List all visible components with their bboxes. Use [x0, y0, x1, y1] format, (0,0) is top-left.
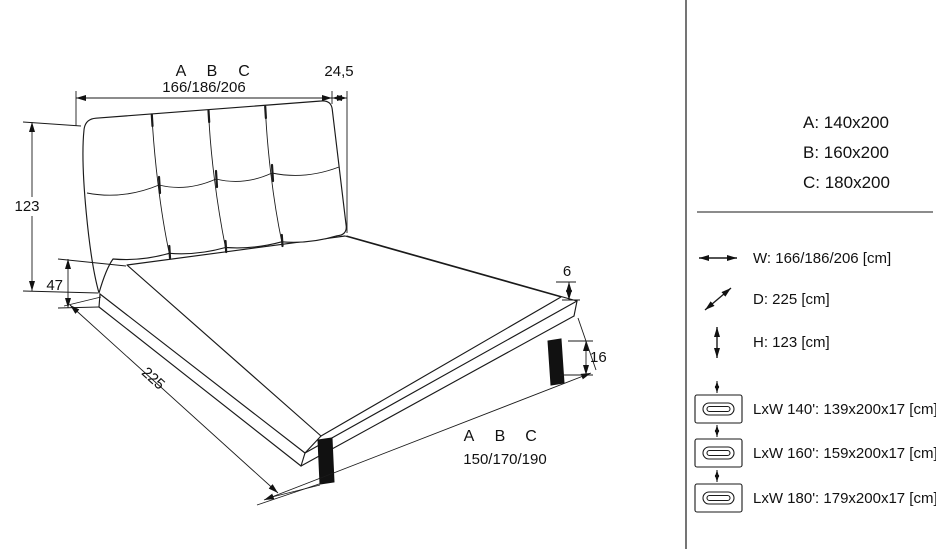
dim-letter-c: C — [525, 428, 537, 445]
package-row-180: LxW 180': 179x200x17 [cm] — [694, 470, 936, 513]
frame-right-corner-edge — [573, 300, 578, 317]
package-180-label: LxW 180': 179x200x17 [cm] — [753, 490, 936, 507]
spec-height-label: H: 123 [cm] — [753, 334, 830, 351]
dim-letter-a: A — [464, 428, 475, 445]
spec-row-height: H: 123 [cm] — [714, 327, 830, 358]
dim-clearance-label: 16 — [590, 349, 607, 366]
spec-row-depth: D: 225 [cm] — [704, 287, 830, 311]
rolled-mattress-core-icon — [706, 449, 731, 457]
dim-clearance: 16 — [560, 340, 607, 376]
package-box-icon — [694, 438, 743, 468]
mattress-platform — [126, 235, 562, 437]
tuft-button-bottom-1 — [168, 244, 172, 260]
bed-leg-front-right — [547, 338, 565, 386]
dim-ext-line — [577, 317, 597, 371]
package-row-140: LxW 140': 139x200x17 [cm] — [694, 381, 936, 424]
frame-right-rail-top — [346, 235, 578, 302]
dim-rim: 6 — [556, 263, 580, 301]
tuft-button-mid-3 — [270, 163, 275, 183]
headboard-outline — [82, 100, 347, 294]
package-140-label: LxW 140': 139x200x17 [cm] — [753, 401, 936, 418]
bed-leg-front-left — [317, 437, 335, 485]
dim-top-width-label: 166/186/206 — [162, 79, 245, 96]
dim-overhang-label: 24,5 — [324, 63, 353, 80]
dim-line — [263, 372, 592, 501]
package-row-160: LxW 160': 159x200x17 [cm] — [694, 425, 936, 468]
tuft-button-bottom-2 — [224, 239, 228, 254]
tuft-button-top-2 — [207, 109, 211, 124]
tuft-button-mid-1 — [157, 175, 162, 195]
headboard-tufting — [86, 105, 340, 260]
dim-bottom-width: A B C 150/170/190 — [256, 317, 597, 506]
dim-frame-height-label: 47 — [46, 277, 63, 294]
rolled-mattress-core-icon — [706, 494, 731, 502]
dim-height: 123 — [14, 121, 99, 294]
rolled-mattress-core-icon — [706, 405, 731, 413]
spec-depth-label: D: 225 [cm] — [753, 291, 830, 308]
spec-row-width: W: 166/186/206 [cm] — [699, 250, 891, 267]
spec-width-label: W: 166/186/206 [cm] — [753, 250, 891, 267]
dim-letter-b: B — [207, 63, 218, 80]
dim-ext-line — [271, 484, 321, 498]
rolled-mattress-icon — [702, 491, 735, 505]
tuft-button-top-1 — [150, 113, 154, 128]
dim-ext-line — [256, 482, 323, 506]
package-160-label: LxW 160': 159x200x17 [cm] — [753, 445, 936, 462]
size-option-c: C: 180x200 — [803, 173, 890, 192]
tuft-seam-vertical-2 — [208, 109, 226, 248]
dim-letter-a: A — [176, 63, 187, 80]
dim-rim-label: 6 — [563, 263, 571, 280]
size-options: A: 140x200 B: 160x200 C: 180x200 — [803, 113, 890, 192]
package-box-icon — [694, 394, 743, 424]
dim-height-label: 123 — [14, 198, 39, 215]
size-option-b: B: 160x200 — [803, 143, 889, 162]
dim-letter-c: C — [238, 63, 250, 80]
size-option-a: A: 140x200 — [803, 113, 889, 132]
rolled-mattress-icon — [702, 402, 735, 416]
bed-technical-drawing: A B C 166/186/206 24,5 123 47 225 — [14, 63, 607, 506]
tuft-seam-vertical-1 — [151, 113, 170, 254]
spec-panel: A: 140x200 B: 160x200 C: 180x200 W: 166/… — [694, 113, 936, 513]
tuft-button-bottom-3 — [280, 233, 284, 248]
tuft-button-mid-2 — [214, 169, 219, 189]
tuft-button-top-3 — [264, 105, 267, 120]
depth-arrow-icon — [704, 287, 732, 311]
dim-ext-line — [22, 290, 99, 294]
dim-ext-line — [57, 306, 100, 309]
package-box-icon — [694, 483, 743, 513]
dim-bottom-width-label: 150/170/190 — [463, 451, 546, 468]
dim-letter-b: B — [495, 428, 506, 445]
dim-line — [69, 304, 279, 494]
rolled-mattress-icon — [702, 446, 735, 460]
dim-ext-line — [63, 296, 102, 307]
frame-left-rail-end — [98, 293, 101, 308]
dim-top-width: A B C 166/186/206 24,5 — [75, 63, 354, 233]
